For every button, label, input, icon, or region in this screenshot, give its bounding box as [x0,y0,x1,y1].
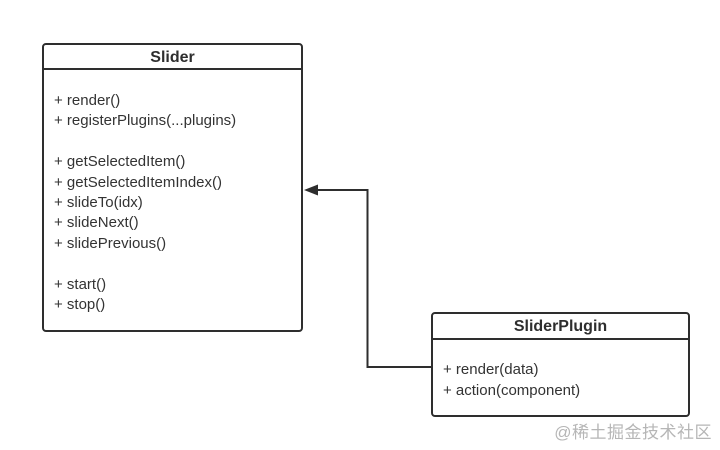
class-method: + registerPlugins(...plugins) [54,112,237,130]
slider-class-methods: + render() + registerPlugins(...plugins)… [44,70,301,315]
slider-class-box: Slider + render() + registerPlugins(...p… [42,43,303,332]
class-method: + slidePrevious() [54,234,167,252]
class-method: + start() [54,275,107,293]
class-method: + slideNext() [54,214,139,232]
class-method: + slideTo(idx) [54,193,143,211]
slider-class-title: Slider [44,45,301,70]
slider-plugin-class-title: SliderPlugin [433,314,688,340]
method-group-spacer [54,254,295,274]
watermark: @稀土掘金技术社区 [554,423,712,442]
slider-plugin-class-methods: + render(data) + action(component) [433,340,688,401]
arrow-head [304,184,318,196]
class-method: + render(data) [443,361,539,378]
arrow-line [317,189,431,368]
class-method: + action(component) [443,382,581,399]
class-method: + render() [54,92,121,109]
class-method: + getSelectedItemIndex() [54,173,223,191]
slider-plugin-class-box: SliderPlugin + render(data) + action(com… [431,312,690,417]
class-method: + stop() [54,295,106,313]
class-method: + getSelectedItem() [54,153,186,171]
method-group-spacer [54,132,295,152]
